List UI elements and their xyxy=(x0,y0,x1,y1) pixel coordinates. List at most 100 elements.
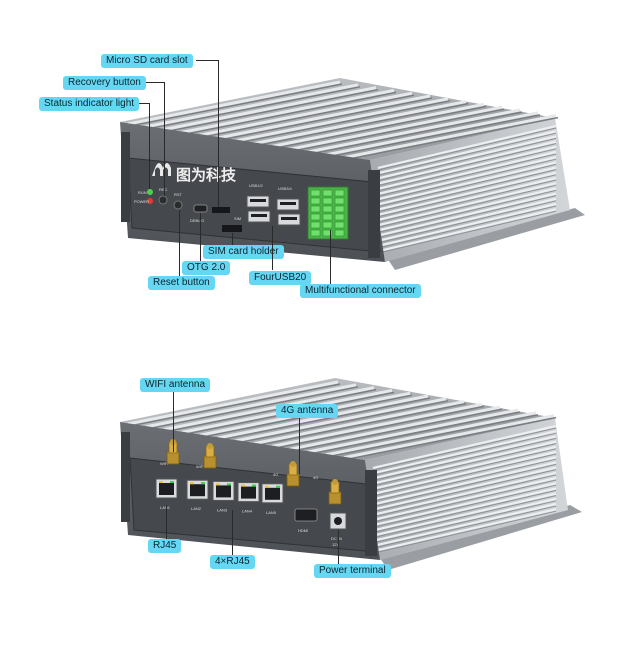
side-fin xyxy=(372,440,557,485)
rj45-socket xyxy=(190,484,205,497)
brand-logo xyxy=(152,163,171,176)
heatsink-fin xyxy=(181,88,395,134)
leader-sim xyxy=(232,233,233,247)
rj45-socket xyxy=(159,483,174,495)
heatsink-fins-front xyxy=(127,80,559,161)
heatsink-fin xyxy=(255,402,467,447)
leader-rj45 xyxy=(166,505,167,541)
side-fin xyxy=(377,132,557,176)
side-fin xyxy=(372,482,557,527)
heatsink-fin xyxy=(129,383,341,427)
heatsink-fin xyxy=(273,105,487,150)
recovery-button[interactable] xyxy=(158,195,168,205)
side-fin xyxy=(377,176,557,222)
hdmi-port[interactable] xyxy=(294,508,318,522)
side-fin xyxy=(377,208,557,253)
heatsink-fin xyxy=(343,114,557,160)
antenna-tip xyxy=(290,461,296,467)
callout-recovery: Recovery button xyxy=(63,76,146,90)
heatsink-fin xyxy=(327,414,539,458)
link-led xyxy=(159,481,163,483)
side-fin xyxy=(372,510,557,554)
callout-rj45: RJ45 xyxy=(148,539,182,553)
side-fin xyxy=(377,158,557,202)
side-fin xyxy=(372,471,557,516)
heatsink-fin xyxy=(325,411,537,457)
sim-label: SIM xyxy=(234,216,241,221)
side-fins-front xyxy=(377,124,557,254)
side-fin xyxy=(372,453,557,497)
callout-wifi-antenna: WIFI antenna xyxy=(140,378,211,392)
antenna-nut xyxy=(286,473,300,487)
callout-power-terminal: Power terminal xyxy=(314,564,391,578)
antenna-tip xyxy=(207,443,213,449)
otg-port[interactable] xyxy=(193,204,208,213)
terminal-pin xyxy=(334,205,345,213)
heatsink-fin xyxy=(325,111,539,157)
rear-mount-base xyxy=(378,505,582,570)
side-fin xyxy=(372,502,557,548)
heatsink-fin xyxy=(147,386,359,430)
lan-label-4: LAN4 xyxy=(242,509,253,514)
callout-four-usb: FourUSB20 xyxy=(249,271,312,285)
sim-card-slot[interactable] xyxy=(222,225,242,232)
rear-right-bracket xyxy=(365,470,377,556)
side-fin xyxy=(372,508,557,553)
heatsink-fin xyxy=(289,105,503,151)
terminal-pin xyxy=(322,197,333,205)
heatsink-fin xyxy=(237,100,451,144)
side-fin xyxy=(377,145,557,190)
heatsink-fin xyxy=(217,94,431,140)
power-led xyxy=(147,198,153,204)
callout-micro-sd: Micro SD card slot xyxy=(101,54,193,68)
reset-button[interactable] xyxy=(173,200,183,210)
rj45-socket xyxy=(241,486,256,499)
leader-wifi xyxy=(173,390,174,452)
side-fin xyxy=(372,474,557,518)
side-fin xyxy=(372,466,557,511)
terminal-pin xyxy=(310,221,321,229)
side-fin xyxy=(372,432,557,476)
leader-status-h xyxy=(137,103,149,104)
heatsink-fin xyxy=(219,97,433,141)
heatsink-fin xyxy=(163,386,375,432)
leader-4g xyxy=(299,416,300,474)
side-fin xyxy=(377,163,557,207)
side-fin xyxy=(377,192,557,237)
heatsink-fin xyxy=(271,402,483,448)
lan-label-3: LAN3 xyxy=(217,507,228,512)
side-fin xyxy=(377,187,557,232)
heatsink-fin xyxy=(253,100,467,146)
heatsink-fin xyxy=(237,400,449,444)
heatsink-fin xyxy=(291,108,505,152)
terminal-pin xyxy=(322,205,333,213)
micro-sd-slot[interactable] xyxy=(212,207,230,213)
callout-otg: OTG 2.0 xyxy=(182,261,231,275)
4g-label-a: 4G xyxy=(273,472,278,477)
terminal-pin xyxy=(310,189,321,197)
heatsink-fin xyxy=(327,114,541,158)
rear-left-bracket xyxy=(121,432,130,522)
heatsink-fins-rear xyxy=(127,380,557,461)
side-fin xyxy=(372,424,557,470)
power-label: POWER xyxy=(134,199,149,204)
act-led xyxy=(201,482,205,485)
side-fin xyxy=(372,445,557,490)
antenna-nut xyxy=(203,455,217,469)
hdmi-label: HDMI xyxy=(298,528,308,533)
rst-label: RST xyxy=(174,192,183,197)
wifi-label-b: WIFI xyxy=(196,464,204,469)
multifunction-terminal[interactable] xyxy=(307,186,349,240)
leader-micro-sd-h xyxy=(196,60,218,61)
callout-reset: Reset button xyxy=(148,276,215,290)
leader-reset xyxy=(179,210,180,279)
link-led xyxy=(190,482,194,485)
heatsink-fin xyxy=(145,383,357,429)
terminal-pin xyxy=(310,229,321,237)
side-fin xyxy=(377,161,557,206)
dcin-label: DC IN xyxy=(331,536,342,541)
side-fin xyxy=(377,130,557,175)
